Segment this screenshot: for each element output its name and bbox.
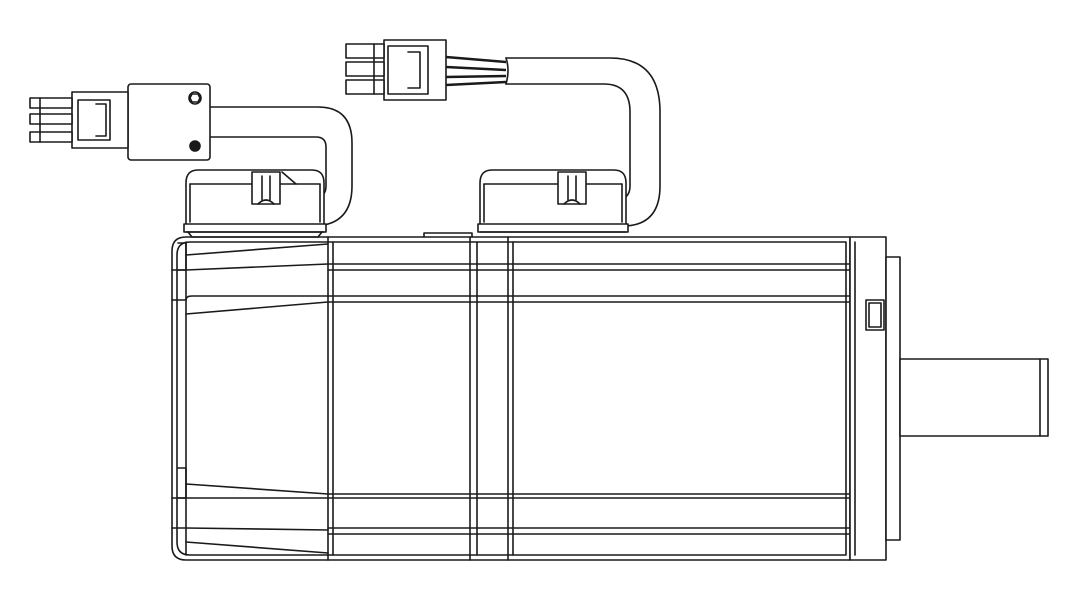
encoder-plug <box>29 83 211 161</box>
encoder-connector-housing <box>183 169 327 238</box>
motor-body <box>171 232 851 561</box>
power-plug <box>345 39 447 101</box>
power-connector-housing <box>477 169 629 233</box>
front-flange <box>849 236 901 561</box>
output-shaft <box>899 358 1049 437</box>
